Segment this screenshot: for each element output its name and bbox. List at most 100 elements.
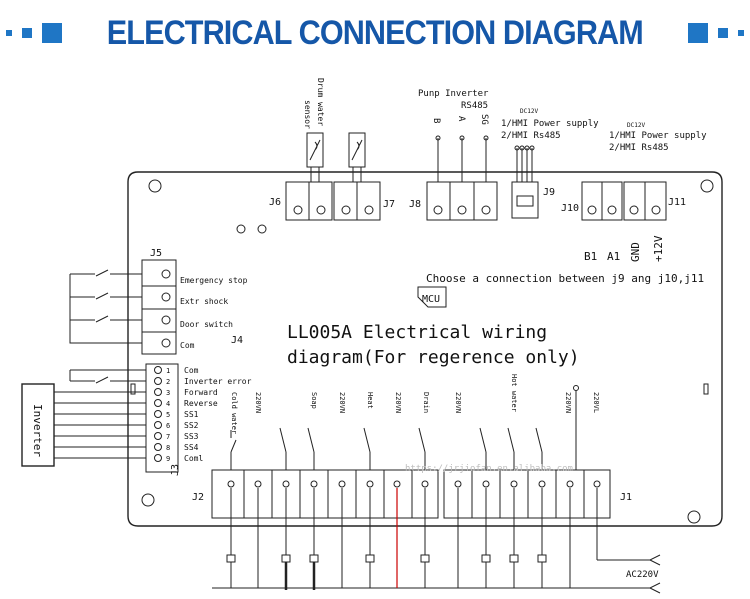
- pump-inverter-title: Punp Inverter: [418, 89, 489, 99]
- deco-square: [687, 23, 708, 43]
- deco-square: [717, 28, 728, 38]
- j3-ss1: SS1: [184, 410, 199, 419]
- dc-voltage-label: DC12V: [520, 108, 538, 115]
- board-title-line2: diagram(For regerence only): [287, 347, 580, 368]
- j3-ss2: SS2: [184, 421, 199, 430]
- sensor-j7: [348, 132, 366, 168]
- ac220v-label: AC220V: [626, 570, 659, 580]
- page-title: ELECTRICAL CONNECTION DIAGRAM: [106, 13, 644, 52]
- sensor-label: sensor: [303, 100, 312, 129]
- connector-j9: [511, 181, 539, 219]
- inverter-label: Inverter: [31, 404, 44, 457]
- pin-12v-label: +12V: [652, 235, 665, 262]
- pin-a-label: A: [456, 116, 466, 122]
- j3-pin-number: 1: [166, 367, 170, 375]
- mount-hole: [257, 224, 267, 234]
- j5-door-switch: Door switch: [180, 320, 233, 329]
- load-wiring: [212, 488, 661, 594]
- label-drain: Drain: [422, 392, 430, 413]
- j3-reverse: Reverse: [184, 399, 218, 408]
- mount-hole: [700, 179, 714, 193]
- j3-label: J3: [170, 464, 181, 476]
- label-soap: Soap: [310, 392, 318, 409]
- label-220vn: 220VN: [564, 392, 572, 413]
- j4-label: J4: [231, 335, 243, 346]
- j3-pin-number: 8: [166, 444, 170, 452]
- j8-label: J8: [409, 199, 421, 210]
- sensor-j6: [306, 132, 324, 168]
- j3-inverter-error: Inverter error: [184, 377, 252, 386]
- j9-label: J9: [543, 187, 555, 198]
- j3-pin-number: 5: [166, 411, 170, 419]
- dc-voltage-label: DC12V: [627, 122, 645, 129]
- j1-label: J1: [620, 492, 632, 503]
- thermistor-symbol: [309, 139, 321, 161]
- j5-emergency-stop: Emergency stop: [180, 276, 248, 285]
- hmi-power-label: 1/HMI Power supply: [501, 119, 599, 129]
- j3-pin-number: 9: [166, 455, 170, 463]
- j3-pin-number: 7: [166, 433, 170, 441]
- relay-switches: [230, 385, 579, 470]
- rs485-label: RS485: [461, 101, 488, 111]
- j11-label: J11: [668, 197, 686, 208]
- board-slot: [130, 383, 136, 395]
- j3-ss4: SS4: [184, 443, 199, 452]
- label-220vn: 220VN: [254, 392, 262, 413]
- connector-j5: [141, 259, 177, 355]
- mount-hole: [141, 493, 155, 507]
- j5-extr-shock: Extr shock: [180, 297, 228, 306]
- mount-hole: [236, 224, 246, 234]
- hmi-rs485-label: 2/HMI Rs485: [501, 131, 561, 141]
- label-heat: Heat: [366, 392, 374, 409]
- label-220vn: 220VN: [454, 392, 462, 413]
- j3-com: Com: [184, 366, 199, 375]
- board-title-line1: LL005A Electrical wiring: [287, 322, 547, 343]
- mount-hole: [687, 510, 701, 524]
- connection-note: Choose a connection between j9 ang j10,j…: [426, 272, 704, 285]
- label-hot-water: Hot water: [510, 374, 518, 412]
- label-220vn: 220VN: [394, 392, 402, 413]
- j3-coml: Coml: [184, 454, 203, 463]
- j3-forward: Forward: [184, 388, 218, 397]
- pin-a1-label: A1: [607, 250, 620, 263]
- deco-square: [42, 23, 63, 43]
- deco-square: [22, 28, 33, 38]
- j6-label: J6: [269, 197, 281, 208]
- pin-gnd-label: GND: [629, 242, 642, 262]
- j3-ss3: SS3: [184, 432, 199, 441]
- j3-pin-number: 2: [166, 378, 170, 386]
- connector-j2: [211, 469, 439, 519]
- j3-pin-number: 4: [166, 400, 170, 408]
- header-banner: ELECTRICAL CONNECTION DIAGRAM: [0, 0, 750, 66]
- pin-sg-label: SG: [479, 114, 489, 125]
- mount-hole: [148, 179, 162, 193]
- board-slot: [703, 383, 709, 395]
- j3-pin-number: 6: [166, 422, 170, 430]
- watermark: https://jrjiofan.en.alibaba.com: [405, 464, 573, 474]
- hmi-rs485-label: 2/HMI Rs485: [609, 143, 669, 153]
- pin-b1-label: B1: [584, 250, 597, 263]
- j7-label: J7: [383, 199, 395, 210]
- j3-pins: [154, 366, 162, 462]
- j5-com: Com: [180, 341, 195, 350]
- connector-j8: [426, 181, 498, 221]
- sensor-label: Drum water: [316, 78, 325, 126]
- pcb-outline: [127, 171, 723, 527]
- mcu-chip: [417, 286, 447, 308]
- thermistor-symbol: [351, 139, 363, 161]
- connector-j1: [443, 469, 611, 519]
- j2-label: J2: [192, 492, 204, 503]
- j10-label: J10: [561, 203, 579, 214]
- label-cold-water: Cold water: [230, 392, 238, 434]
- hmi-power-label: 1/HMI Power supply: [609, 131, 707, 141]
- connector-j3: [145, 363, 179, 473]
- label-220vl: 220VL: [592, 392, 600, 413]
- pin-b-label: B: [431, 118, 441, 123]
- mcu-label: MCU: [422, 294, 440, 305]
- j3-pin-number: 3: [166, 389, 170, 397]
- label-220vn: 220VN: [338, 392, 346, 413]
- j5-label: J5: [150, 248, 162, 259]
- deco-square: [737, 30, 744, 36]
